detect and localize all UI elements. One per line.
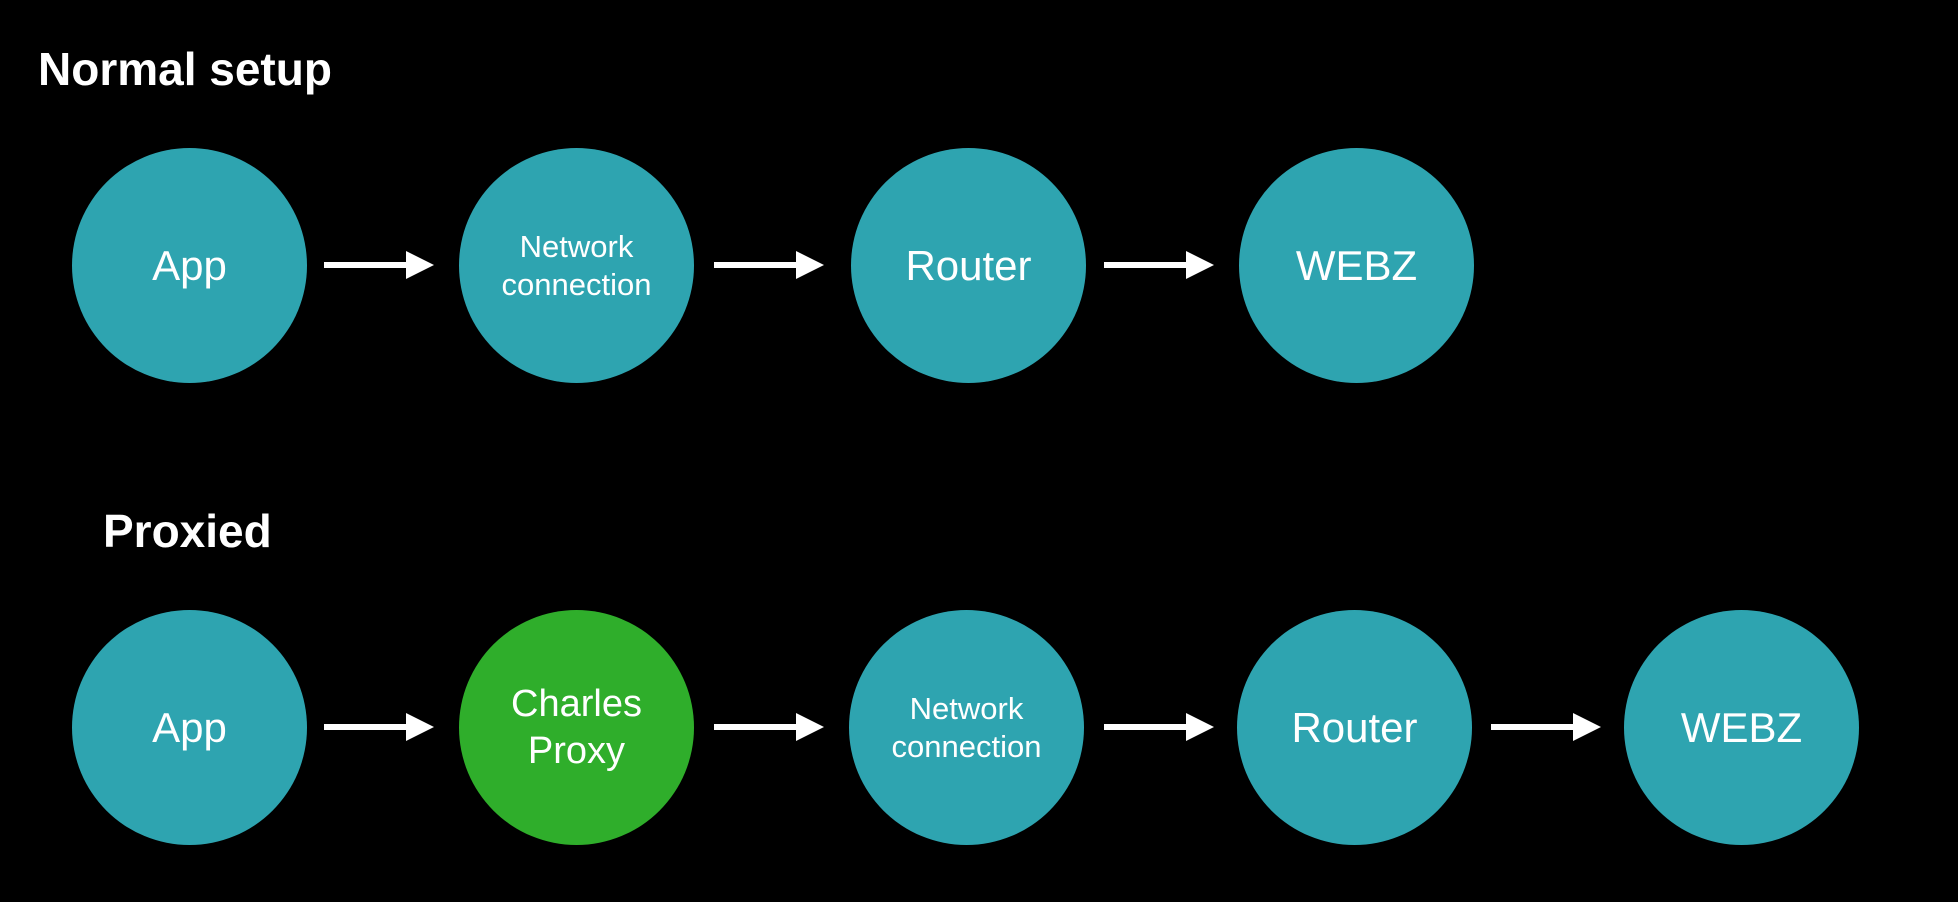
arrow-right-icon bbox=[1104, 713, 1214, 741]
arrow-right-icon bbox=[1104, 251, 1214, 279]
arrow-right-icon bbox=[714, 251, 824, 279]
node-label: WEBZ bbox=[1295, 241, 1418, 289]
node-label: Network connection bbox=[891, 690, 1042, 764]
node-router: Router bbox=[851, 148, 1086, 383]
node-app: App bbox=[72, 610, 307, 845]
node-label: Network connection bbox=[501, 228, 652, 302]
node-label: Charles Proxy bbox=[511, 683, 642, 772]
node-network-connection: Network connection bbox=[849, 610, 1084, 845]
node-app: App bbox=[72, 148, 307, 383]
arrow-right-icon bbox=[1491, 713, 1601, 741]
node-router: Router bbox=[1237, 610, 1472, 845]
arrow-right-icon bbox=[324, 251, 434, 279]
node-charles-proxy: Charles Proxy bbox=[459, 610, 694, 845]
node-network-connection: Network connection bbox=[459, 148, 694, 383]
arrow-right-icon bbox=[324, 713, 434, 741]
node-label: Router bbox=[905, 241, 1032, 289]
section-heading-proxied: Proxied bbox=[103, 505, 272, 557]
section-heading-normal-setup: Normal setup bbox=[38, 43, 332, 95]
node-label: WEBZ bbox=[1680, 703, 1803, 751]
node-label: App bbox=[152, 241, 227, 289]
node-webz: WEBZ bbox=[1239, 148, 1474, 383]
arrow-right-icon bbox=[714, 713, 824, 741]
node-label: Router bbox=[1291, 703, 1418, 751]
node-webz: WEBZ bbox=[1624, 610, 1859, 845]
node-label: App bbox=[152, 703, 227, 751]
